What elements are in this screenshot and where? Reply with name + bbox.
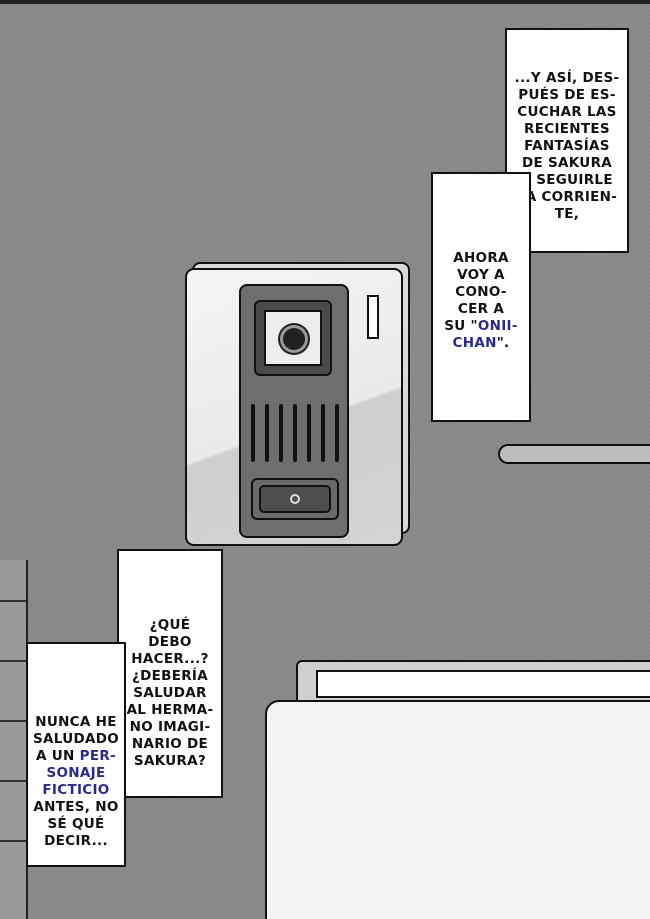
caption-line: CUCHAR LAS	[517, 104, 617, 120]
caption-line: FANTASÍAS	[524, 138, 610, 154]
caption-line: ANTES, NO	[33, 799, 119, 815]
caption-line: NO IMAGI-	[129, 719, 211, 735]
caption-line: CER A	[457, 301, 505, 317]
call-button-light	[290, 494, 300, 504]
caption-line: AL HERMA-	[126, 702, 214, 718]
frame-stripe	[0, 660, 26, 662]
call-button-face	[259, 485, 331, 513]
grill-slot	[307, 404, 311, 462]
caption-line: DEBO	[148, 634, 192, 650]
highlighted-term: FICTICIO	[42, 782, 110, 798]
grill-slot	[293, 404, 297, 462]
highlighted-term: PER-	[79, 748, 116, 764]
caption-line: LA CORRIEN-	[516, 189, 618, 205]
caption-line: CHAN".	[433, 335, 529, 352]
caption-line: RECIENTES	[524, 121, 610, 137]
highlighted-term: ONII-	[477, 318, 518, 334]
camera-window	[254, 300, 332, 376]
caption-line: ¿DEBERÍA	[131, 668, 209, 684]
caption-line: PUÉS DE ES-	[518, 87, 616, 103]
caption-line: SU "ONII-	[433, 318, 529, 335]
grill-slot	[251, 404, 255, 462]
caption-line: SÉ QUÉ	[47, 816, 105, 832]
grill-slot	[335, 404, 339, 462]
highlighted-term: CHAN	[452, 335, 497, 351]
caption-line: ¿QUÉ	[149, 617, 191, 633]
door-frame-edge	[0, 560, 28, 919]
panel-border	[0, 0, 650, 4]
caption-line: HACER...?	[131, 651, 209, 667]
frame-stripe	[0, 600, 26, 602]
door-intercom-icon	[185, 268, 403, 546]
caption-narration-bottom: NUNCA HE SALUDADO A UN PER- SONAJE FICTI…	[26, 642, 126, 867]
highlighted-term: SONAJE	[46, 765, 106, 781]
caption-line: SALUDAR	[133, 685, 207, 701]
caption-question: ¿QUÉ DEBO HACER...? ¿DEBERÍA SALUDAR AL …	[117, 549, 223, 798]
caption-line: NARIO DE	[131, 736, 209, 752]
caption-text: SU "	[444, 318, 478, 334]
intercom-panel	[239, 284, 349, 538]
frame-stripe	[0, 780, 26, 782]
caption-line: AHORA	[453, 250, 509, 266]
caption-line: CONO-	[455, 284, 507, 300]
frame-stripe	[0, 720, 26, 722]
caption-text: A UN	[36, 748, 80, 764]
caption-line: SAKURA?	[133, 753, 207, 769]
camera-housing	[264, 310, 322, 366]
caption-narration-middle: AHORA VOY A CONO- CER A SU "ONII- CHAN".	[431, 172, 531, 422]
caption-line: ...Y ASÍ, DES-	[514, 70, 620, 86]
speaker-grill	[247, 404, 343, 462]
caption-line: TE,	[554, 206, 580, 222]
caption-line: Y SEGUIRLE	[521, 172, 613, 188]
mailbox-rim	[316, 670, 650, 698]
caption-line: SALUDADO	[33, 731, 119, 747]
grill-slot	[279, 404, 283, 462]
caption-line: DECIR...	[44, 833, 108, 849]
caption-line: DE SAKURA	[521, 155, 613, 171]
caption-text: ".	[496, 335, 510, 351]
grill-slot	[265, 404, 269, 462]
caption-line: NUNCA HE	[35, 714, 117, 730]
mailbox-front	[265, 700, 650, 919]
caption-line: VOY A	[457, 267, 505, 283]
grill-slot	[321, 404, 325, 462]
door-handle	[498, 444, 650, 464]
frame-stripe	[0, 840, 26, 842]
intercom-indicator-slot	[367, 295, 379, 339]
camera-lens-icon	[283, 328, 305, 350]
caption-line: A UN PER-	[28, 748, 124, 765]
call-button	[251, 478, 339, 520]
